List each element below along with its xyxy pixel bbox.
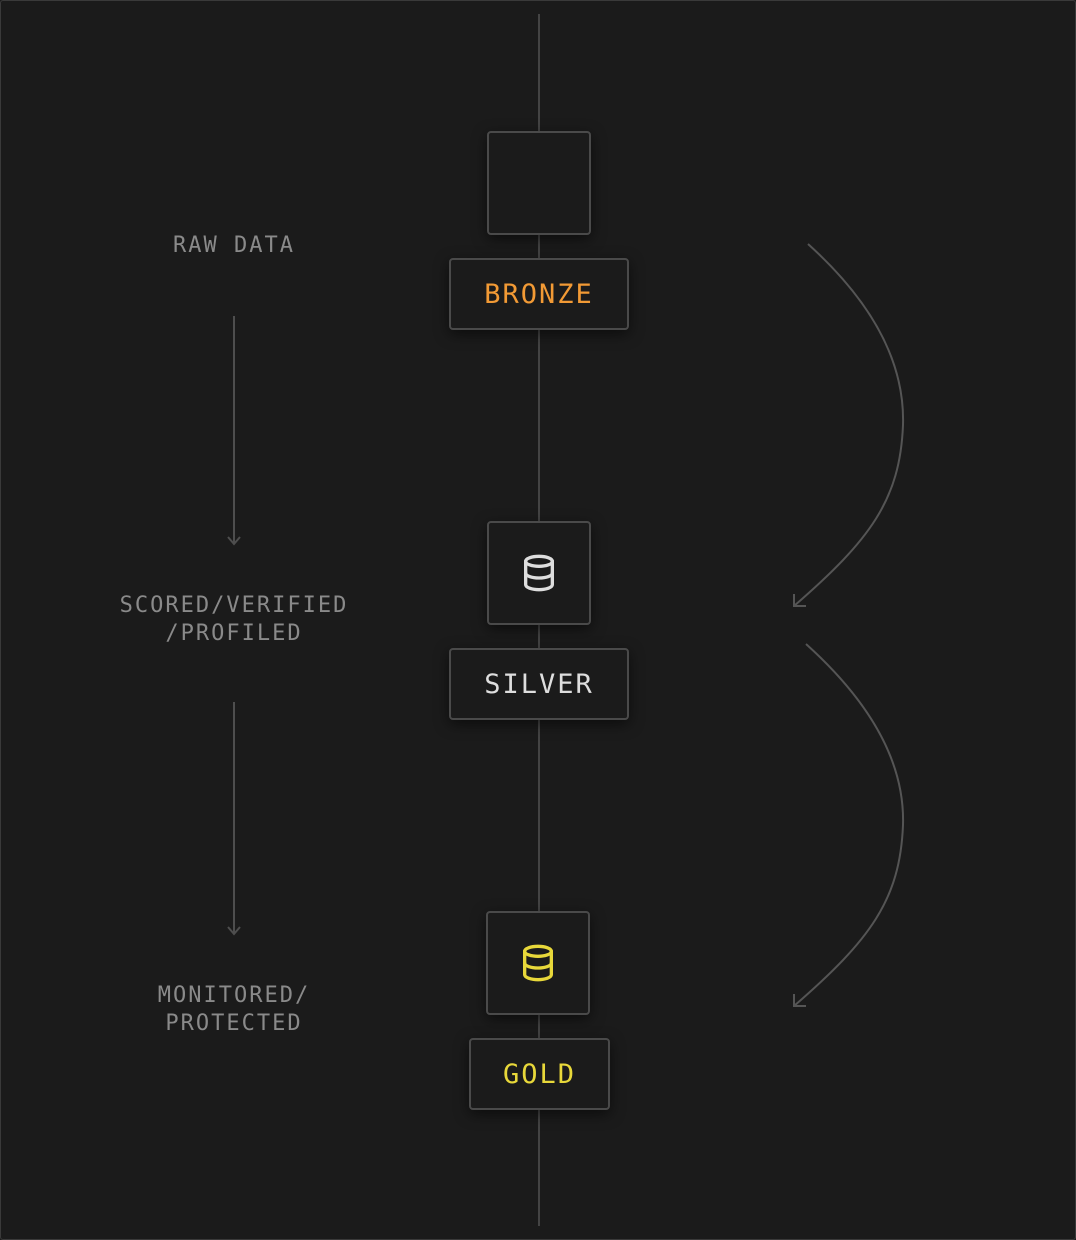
database-icon [523,944,553,982]
silver-label: SILVER [449,648,629,720]
description-scored-verified: SCORED/VERIFIED /PROFILED [84,592,384,648]
description-line: PROTECTED [165,1011,303,1036]
gold-label: GOLD [469,1038,610,1110]
bronze-label: BRONZE [449,258,629,330]
bronze-icon-box [487,131,591,235]
description-line: SCORED/VERIFIED [119,593,349,618]
curved-arrow-1 [793,243,905,607]
gold-icon-box [486,911,590,1015]
description-line: MONITORED/ [157,983,311,1008]
curved-arrow-2 [793,643,905,1007]
description-raw-data: RAW DATA [84,232,384,260]
description-line: RAW DATA [173,233,295,258]
description-line: /PROFILED [165,621,303,646]
down-arrow-2 [227,702,241,936]
database-icon [524,554,554,592]
silver-icon-box [487,521,591,625]
down-arrow-1 [227,316,241,546]
database-icon [519,163,559,203]
description-monitored-protected: MONITORED/ PROTECTED [84,982,384,1038]
